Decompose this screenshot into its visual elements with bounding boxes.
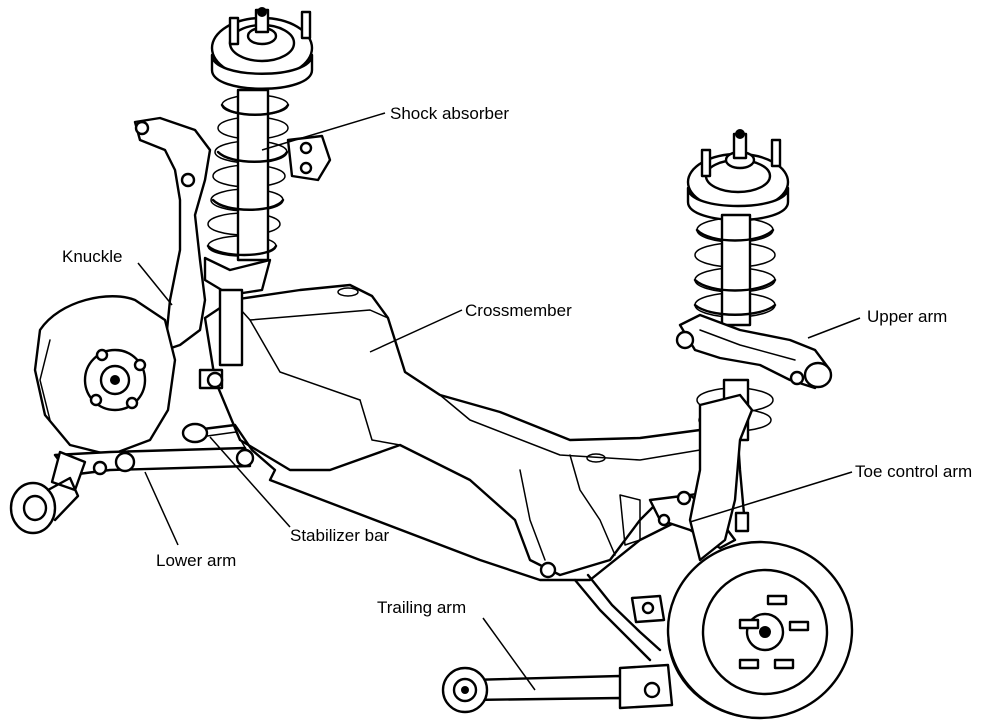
leader-shock-absorber bbox=[261, 112, 386, 151]
trailing-arm bbox=[441, 573, 674, 714]
leader-lines bbox=[137, 112, 861, 691]
knuckle bbox=[33, 116, 224, 457]
leader-knuckle bbox=[137, 262, 173, 306]
labels: Shock absorber Knuckle Crossmember Upper… bbox=[62, 104, 972, 617]
label-stabilizer-bar: Stabilizer bar bbox=[290, 526, 390, 545]
label-knuckle: Knuckle bbox=[62, 247, 122, 266]
leader-lower-arm bbox=[144, 471, 179, 546]
label-shock-absorber: Shock absorber bbox=[390, 104, 509, 123]
leader-stabilizer-bar bbox=[209, 436, 291, 528]
rear-hub bbox=[666, 393, 854, 720]
label-crossmember: Crossmember bbox=[465, 301, 572, 320]
label-upper-arm: Upper arm bbox=[867, 307, 947, 326]
rear-right-strut bbox=[686, 129, 790, 442]
leader-upper-arm bbox=[807, 317, 861, 339]
front-left-strut bbox=[203, 7, 332, 367]
leader-crossmember bbox=[369, 309, 463, 353]
crossmember bbox=[203, 283, 737, 579]
lower-arm bbox=[9, 446, 255, 535]
leader-trailing-arm bbox=[482, 617, 536, 691]
leader-toe-control-arm bbox=[689, 471, 853, 523]
label-trailing-arm: Trailing arm bbox=[377, 598, 466, 617]
label-toe-control-arm: Toe control arm bbox=[855, 462, 972, 481]
upper-arm bbox=[675, 313, 833, 390]
label-lower-arm: Lower arm bbox=[156, 551, 236, 570]
